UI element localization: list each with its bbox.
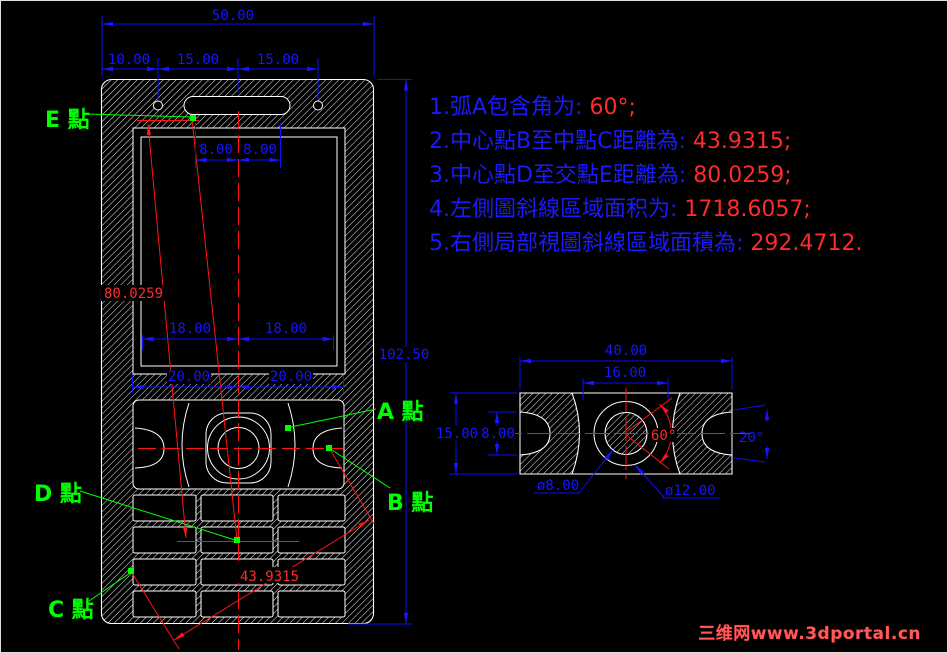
note-line: 3.中心點D至交點E距離為: 80.0259; bbox=[429, 159, 862, 193]
note-value: 60°; bbox=[589, 95, 636, 120]
detail-red-annotations: 60° bbox=[498, 388, 751, 479]
note-value: 1718.6057; bbox=[684, 197, 811, 222]
keypad-key bbox=[132, 558, 197, 586]
dim-15b-text: 15.00 bbox=[257, 52, 299, 68]
dim-8b-text: 8.00 bbox=[243, 142, 277, 158]
dim-d15-text: 15.00 bbox=[436, 426, 478, 442]
dim-20b-text: 20.00 bbox=[270, 369, 312, 385]
keypad-key bbox=[132, 526, 197, 554]
point-marker-b bbox=[326, 445, 332, 451]
keypad-key bbox=[277, 526, 346, 554]
dim-18a-text: 18.00 bbox=[169, 321, 211, 337]
angle-20-text: 20° bbox=[739, 430, 764, 446]
nav-arc-right bbox=[287, 402, 296, 488]
angle-60-text: 60° bbox=[651, 428, 676, 444]
note-line: 5.右側局部視圖斜線區域面積為: 292.4712. bbox=[429, 227, 862, 261]
point-marker-c bbox=[128, 568, 134, 574]
dim-50-text: 50.00 bbox=[212, 8, 254, 24]
speaker-slot bbox=[183, 96, 291, 115]
note-label: 3.中心點D至交點E距離為: bbox=[429, 163, 694, 188]
dim-40-text: 40.00 bbox=[605, 343, 647, 359]
dim-de-text: 80.0259 bbox=[104, 286, 163, 302]
dia-8-text: ø8.00 bbox=[537, 478, 579, 494]
note-value: 43.9315; bbox=[692, 129, 792, 154]
label-point-e: E 點 bbox=[45, 108, 90, 133]
keypad-key bbox=[200, 590, 274, 618]
label-point-a: A 點 bbox=[377, 400, 424, 425]
dia-12-text: ø12.00 bbox=[665, 483, 716, 499]
keypad-key bbox=[277, 590, 346, 618]
keypad-key bbox=[277, 494, 346, 522]
note-label: 1.弧A包含角为: bbox=[429, 95, 590, 120]
note-label: 4.左側圖斜線區域面积为: bbox=[429, 197, 685, 222]
detail-hatch-left bbox=[519, 392, 581, 475]
dim-16-text: 16.00 bbox=[604, 365, 646, 381]
label-point-b: B 點 bbox=[387, 491, 433, 516]
sensor-hole-right bbox=[313, 100, 323, 111]
red-construction-lines: 80.0259 43.9315 bbox=[101, 111, 375, 650]
keypad-key bbox=[132, 590, 197, 618]
dimensions-detail-view: 40.00 16.00 15.00 8.00 ø8.00 ø12.00 20° bbox=[434, 343, 770, 499]
point-marker-e bbox=[190, 115, 196, 121]
note-label: 2.中心點B至中點C距離為: bbox=[429, 129, 693, 154]
note-value: 292.4712. bbox=[750, 231, 863, 256]
label-point-d: D 點 bbox=[34, 482, 82, 507]
sensor-hole-left bbox=[153, 100, 163, 111]
note-line: 2.中心點B至中點C距離為: 43.9315; bbox=[429, 125, 862, 159]
dim-20a-text: 20.00 bbox=[168, 369, 210, 385]
dim-10-text: 10.00 bbox=[108, 52, 150, 68]
dim-height-text: 102.50 bbox=[379, 347, 430, 363]
note-line: 1.弧A包含角为: 60°; bbox=[429, 91, 862, 125]
watermark: 三维网www.3dportal.cn bbox=[698, 624, 921, 644]
dim-8a-text: 8.00 bbox=[199, 142, 233, 158]
keypad-key bbox=[132, 494, 197, 522]
point-marker-a bbox=[285, 425, 291, 431]
dim-18b-text: 18.00 bbox=[265, 321, 307, 337]
dim-d8-text: 8.00 bbox=[481, 426, 515, 442]
dim-bc-text: 43.9315 bbox=[240, 569, 299, 585]
keypad-key bbox=[200, 494, 274, 522]
point-marker-d bbox=[234, 537, 240, 543]
dimensions-front-view: 50.00 10.00 15.00 15.00 8.00 8.00 18.00 … bbox=[101, 8, 430, 625]
note-line: 4.左側圖斜線區域面积为: 1718.6057; bbox=[429, 193, 862, 227]
detail-hatch-right bbox=[671, 392, 733, 475]
annotation-notes: 1.弧A包含角为: 60°; 2.中心點B至中點C距離為: 43.9315; 3… bbox=[429, 91, 862, 261]
note-label: 5.右側局部視圖斜線區域面積為: bbox=[429, 231, 751, 256]
note-value: 80.0259; bbox=[693, 163, 792, 188]
label-point-c: C 點 bbox=[48, 598, 94, 623]
point-labels: E 點 A 點 B 點 D 點 C 點 bbox=[34, 108, 433, 623]
dim-15a-text: 15.00 bbox=[177, 52, 219, 68]
